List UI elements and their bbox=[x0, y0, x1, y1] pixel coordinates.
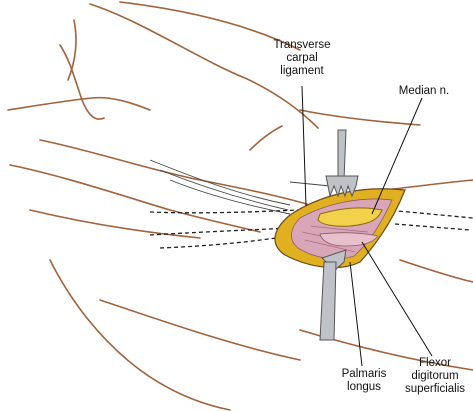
forearm-contour-3 bbox=[249, 125, 283, 151]
median-nerve-shape bbox=[317, 207, 383, 227]
leader-fds bbox=[361, 241, 433, 357]
hand-contour-top bbox=[89, 3, 319, 129]
forearm-contour-1 bbox=[399, 259, 473, 283]
hand-outline bbox=[7, 1, 473, 411]
label-palmaris-longus: Palmaris longus bbox=[341, 368, 387, 393]
skin-fine-lines bbox=[149, 159, 351, 215]
leader-median bbox=[371, 97, 423, 215]
label-transverse-carpal-ligament: Transverse carpal ligament bbox=[273, 39, 331, 77]
hand-contour-bottom bbox=[99, 299, 301, 361]
palm-crease-3 bbox=[29, 209, 201, 239]
label-flexor-digitorum-superficialis: Flexor digitorum superficialis bbox=[404, 357, 466, 395]
leader-lines bbox=[301, 85, 433, 367]
fds-tendon-shape bbox=[319, 232, 379, 247]
forearm-contour-2 bbox=[299, 329, 473, 371]
leader-tcl bbox=[301, 85, 307, 207]
thumb-crease-3 bbox=[67, 19, 77, 81]
hand-contour-upper bbox=[119, 1, 301, 51]
retractor-top bbox=[325, 129, 359, 198]
retractor-bottom bbox=[319, 249, 347, 341]
leader-palmaris bbox=[349, 261, 363, 367]
thumb-crease-2 bbox=[59, 44, 105, 120]
palm-crease-1 bbox=[39, 139, 311, 206]
label-median-nerve: Median n. bbox=[398, 85, 450, 97]
wrist-line-2 bbox=[384, 179, 473, 191]
palm-crease-2 bbox=[9, 164, 261, 233]
thumb-crease-1 bbox=[7, 96, 151, 111]
hand-contour-left bbox=[49, 259, 231, 411]
wrist-line-1 bbox=[299, 109, 421, 126]
